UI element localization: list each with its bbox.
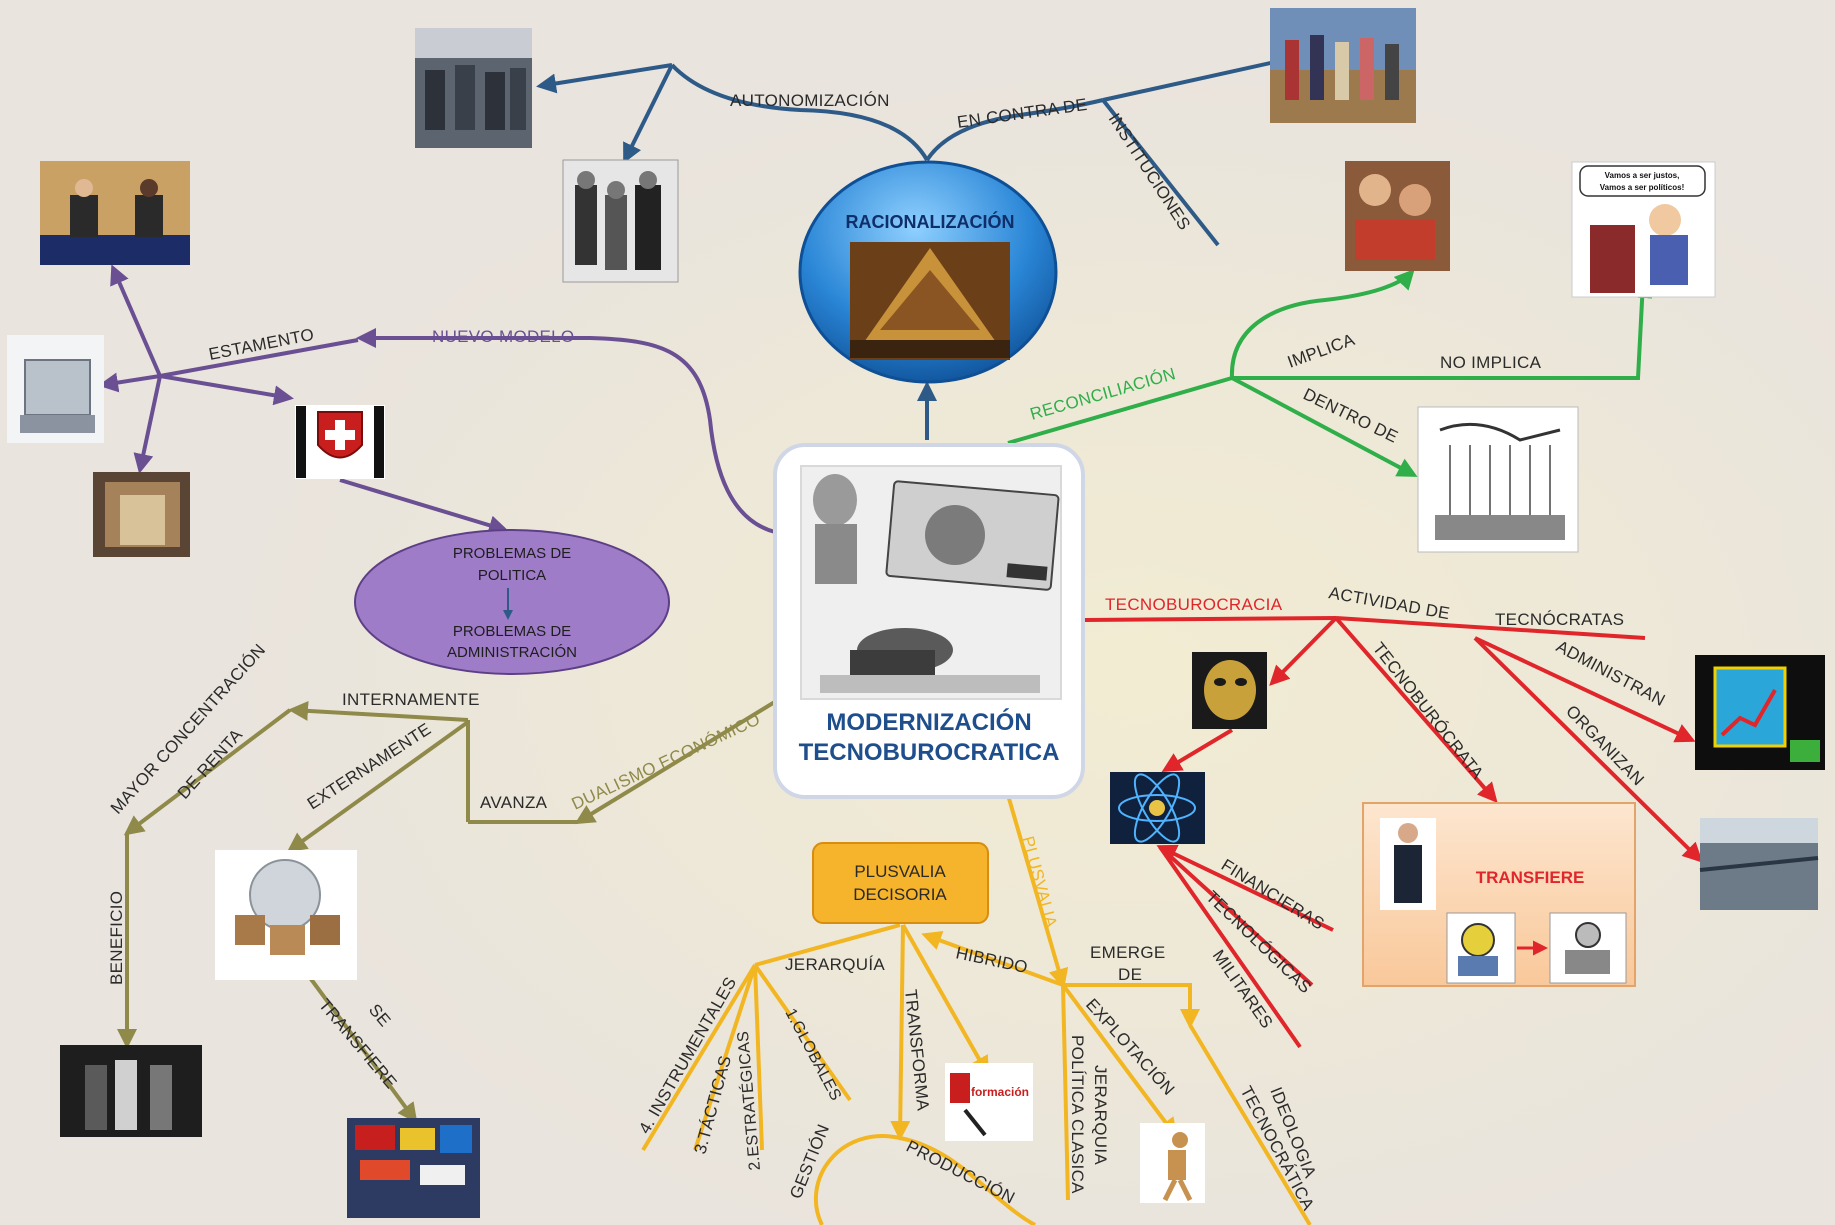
chart-frame-image xyxy=(1695,655,1825,770)
protesters-photo xyxy=(1270,8,1416,123)
problemas-line-3: PROBLEMAS DE xyxy=(453,623,571,640)
factory-photo xyxy=(415,28,532,148)
label-tecnocratas: TECNÓCRATAS xyxy=(1495,610,1624,629)
problemas-line-1: PROBLEMAS DE xyxy=(453,545,571,562)
label-no-implica: NO IMPLICA xyxy=(1440,353,1542,372)
label-jerarquia-2: JERARQUIA xyxy=(1091,1065,1110,1165)
judges-photo xyxy=(562,159,679,283)
shield-icon xyxy=(295,405,385,479)
problemas-line-4: ADMINISTRACIÓN xyxy=(447,644,577,661)
plusvalia-line-1: PLUSVALIA xyxy=(854,862,946,881)
globe-boxes-image xyxy=(215,850,357,980)
politician-cartoon: Vamos a ser justos, Vamos a ser político… xyxy=(1571,161,1716,298)
label-emerge: EMERGE xyxy=(1090,943,1165,962)
signing-photo xyxy=(40,161,190,265)
racionalizacion-title: RACIONALIZACIÓN xyxy=(846,211,1015,232)
cartoon-small-1 xyxy=(1446,912,1516,984)
central-image xyxy=(800,465,1062,700)
cartoon-speech-2: Vamos a ser políticos! xyxy=(1600,183,1684,192)
central-title-1: MODERNIZACIÓN xyxy=(826,708,1031,736)
mask-photo xyxy=(1192,652,1267,729)
puppets-drawing xyxy=(1417,406,1579,553)
pyramid-image xyxy=(850,242,1010,360)
racionalizacion-node[interactable]: RACIONALIZACIÓN xyxy=(798,160,1058,384)
celebrities-photo xyxy=(60,1045,202,1137)
label-politica-clasica: POLÍTICA CLASICA xyxy=(1068,1035,1087,1194)
label-de: DE xyxy=(1118,965,1142,984)
label-avanza: AVANZA xyxy=(480,793,548,812)
businessman-image xyxy=(1380,818,1436,910)
plusvalia-line-2: DECISORIA xyxy=(853,885,947,904)
wooden-mannequin-image xyxy=(1140,1123,1205,1203)
label-tecnoburocracia: TECNOBUROCRACIA xyxy=(1105,595,1283,614)
connectors-purple xyxy=(98,264,776,535)
central-title-2: TECNOBUROCRATICA xyxy=(799,739,1060,766)
hands-photo xyxy=(1345,161,1450,271)
cartoon-small-2 xyxy=(1549,912,1627,984)
connectors-red xyxy=(1084,616,1703,1049)
machine-photo xyxy=(7,335,104,443)
connectors-yellow xyxy=(641,794,1312,1225)
building-photo xyxy=(93,472,190,557)
connectors-blue xyxy=(536,60,1276,440)
label-jerarquia: JERARQUÍA xyxy=(785,955,885,974)
cartoon-speech-1: Vamos a ser justos, xyxy=(1605,171,1680,180)
informacion-text: formación xyxy=(971,1085,1029,1099)
label-autonomizacion: AUTONOMIZACIÓN xyxy=(730,91,890,110)
hall-photo xyxy=(1699,818,1819,910)
transfiere-node[interactable]: TRANSFIERE xyxy=(1362,802,1636,987)
label-nuevo-modelo: NUEVO MODELO xyxy=(432,327,574,346)
informacion-logo: formación xyxy=(945,1063,1033,1141)
atom-image xyxy=(1110,772,1205,844)
label-internamente: INTERNAMENTE xyxy=(342,690,480,709)
plusvalia-node[interactable]: PLUSVALIA DECISORIA xyxy=(812,842,989,924)
transfiere-title: TRANSFIERE xyxy=(1476,868,1585,887)
times-square-photo xyxy=(347,1118,480,1218)
problemas-node[interactable]: PROBLEMAS DE POLITICA PROBLEMAS DE ADMIN… xyxy=(354,529,670,675)
label-beneficio: BENEFICIO xyxy=(107,891,126,985)
central-node[interactable]: MODERNIZACIÓN TECNOBUROCRATICA xyxy=(773,443,1085,799)
connectors-green xyxy=(1007,269,1653,477)
connectors-olive xyxy=(117,698,780,1124)
problemas-line-2: POLITICA xyxy=(478,567,546,584)
